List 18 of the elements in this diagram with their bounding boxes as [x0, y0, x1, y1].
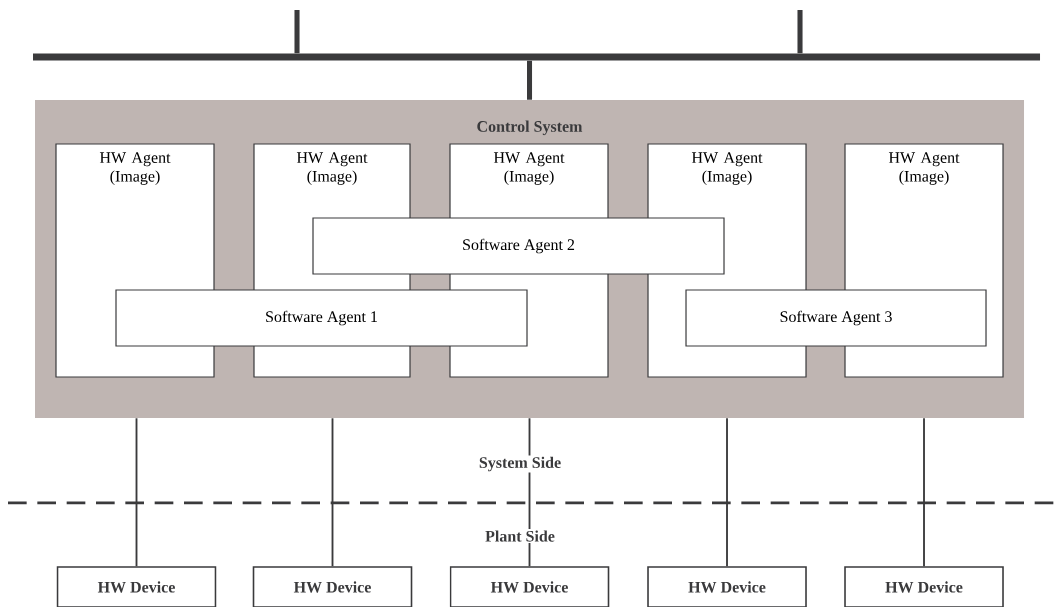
device-box: HW Device [844, 566, 1004, 607]
bus-bar [33, 53, 1040, 61]
connector-line [526, 60, 533, 100]
side-label: Plant Side [483, 529, 557, 543]
agent-box: Software Agent 2 [312, 217, 725, 275]
connector-line [331, 417, 334, 568]
connector-line [797, 10, 803, 54]
device-box: HW Device [647, 566, 807, 607]
device-box: HW Device [56, 566, 217, 607]
agent-box: Software Agent 3 [685, 289, 987, 347]
connector-line [135, 417, 138, 568]
connector-line [294, 10, 300, 54]
agent-box: Software Agent 1 [115, 289, 528, 347]
side-label: System Side [477, 455, 563, 473]
device-box: HW Device [449, 566, 610, 607]
connector-line [923, 417, 925, 568]
device-box: HW Device [252, 566, 413, 607]
connector-line [726, 417, 728, 568]
